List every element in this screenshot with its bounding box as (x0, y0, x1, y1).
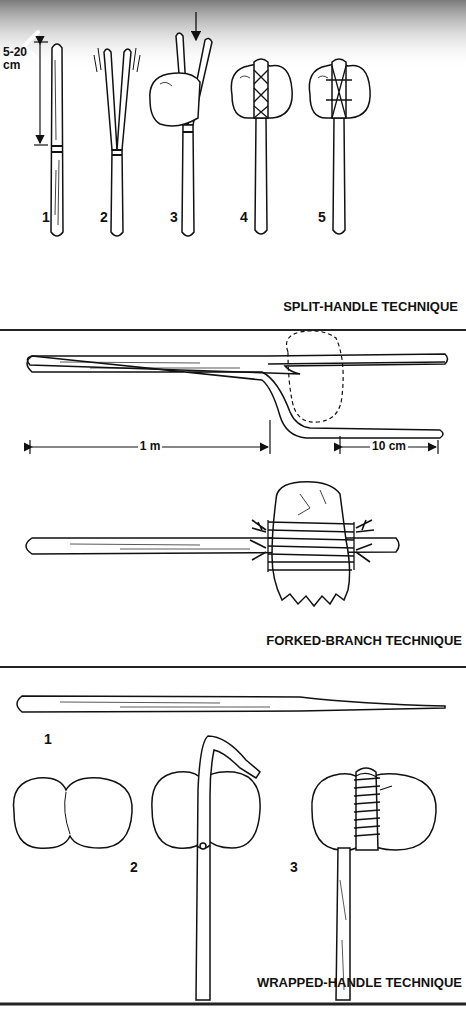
dimension-line-part (339, 436, 340, 454)
split-stick-part (104, 49, 117, 150)
wrapped-handle-axe-part (356, 773, 392, 790)
split-stick-with-stone-part (150, 73, 200, 126)
callout-number: 5 (318, 210, 326, 225)
hafted-stone (231, 59, 292, 234)
top-shade (0, 0, 466, 70)
split-stick-with-stone-part (195, 12, 196, 40)
wrapped-handle-axe-part (356, 768, 378, 850)
dimension-line-part (269, 420, 270, 454)
hafted-stone-part (268, 520, 354, 572)
hafted-stone-part (272, 482, 350, 606)
callout-number: 1 (44, 732, 52, 747)
hafted-stone-part (70, 544, 250, 549)
hafted-stone-part (298, 490, 326, 515)
callout-number: 2 (130, 860, 138, 875)
forked-branch (27, 331, 448, 438)
thin-stick (17, 696, 445, 712)
grooved-stone-part (65, 792, 70, 834)
stick (51, 44, 63, 236)
forked-branch-part (60, 362, 240, 368)
wrapping-stone-part (196, 736, 260, 1000)
stick-part (55, 60, 59, 225)
technique-title: SPLIT-HANDLE TECHNIQUE (283, 300, 458, 314)
split-stick-with-stone-part (183, 131, 193, 133)
panel-divider-part (0, 1003, 466, 1006)
hafted-stone-part (356, 520, 374, 562)
split-stick-part (94, 48, 140, 72)
dimension-line-part (437, 440, 438, 454)
panel-divider (0, 330, 466, 1004)
wrapped-handle-axe-part (340, 880, 346, 990)
grooved-stone (14, 778, 133, 849)
hafted-stone-part (326, 66, 352, 118)
hafted-stone-part (318, 76, 328, 78)
hafted-stone-part (254, 70, 268, 118)
hafted-stone-part (250, 520, 266, 560)
technique-title: FORKED-BRANCH TECHNIQUE (266, 634, 462, 648)
technique-title: WRAPPED-HANDLE TECHNIQUE (257, 976, 462, 990)
wrapped-handle-axe-part (354, 778, 380, 836)
dimension-line (34, 42, 48, 145)
hafted-stone (309, 59, 370, 234)
thin-stick-part (60, 702, 270, 707)
hafted-stone (26, 482, 399, 606)
wrapping-stone (152, 736, 260, 1000)
forked-branch-part (27, 354, 447, 374)
dimension-label: 10 cm (370, 440, 408, 453)
dimension-line-part (34, 144, 48, 145)
forked-branch-part (27, 356, 443, 438)
hafted-stone-part (255, 118, 267, 234)
grooved-stone-part (14, 778, 133, 849)
callout-number: 3 (170, 210, 178, 225)
split-stick-with-stone-part (182, 125, 194, 236)
split-stick (94, 48, 140, 236)
hafted-stone-part (254, 59, 268, 118)
callout-number: 1 (42, 210, 50, 225)
forked-branch-part (287, 331, 344, 422)
wrapping-stone-part (200, 843, 206, 849)
thin-stick-part (17, 696, 445, 712)
dimension-line-part (29, 440, 30, 454)
dimension-line (30, 420, 438, 454)
hafted-stone-part (240, 76, 250, 78)
split-stick-part (111, 150, 123, 236)
callout-number: 3 (290, 860, 298, 875)
wrapped-handle-axe (312, 768, 436, 1000)
dimension-line-part (39, 44, 40, 143)
dimension-label: 1 m (138, 440, 163, 453)
split-stick-part (117, 49, 131, 150)
panel-divider-part (0, 666, 466, 668)
top-shade-part (0, 0, 466, 70)
split-stick-part (112, 150, 122, 155)
stick-part (51, 146, 63, 152)
callout-number: 2 (100, 210, 108, 225)
callout-number: 4 (240, 210, 248, 225)
split-stick-with-stone (150, 12, 212, 236)
hafted-stone-part (268, 522, 354, 570)
forked-branch-part (268, 362, 445, 364)
panel-divider-part (0, 329, 466, 331)
dimension-label: 5-20 cm (3, 46, 35, 72)
hafted-stone-part (333, 118, 345, 234)
split-stick-with-stone-part (160, 82, 172, 86)
stick-part (51, 44, 63, 236)
dimension-line-part (34, 41, 48, 42)
